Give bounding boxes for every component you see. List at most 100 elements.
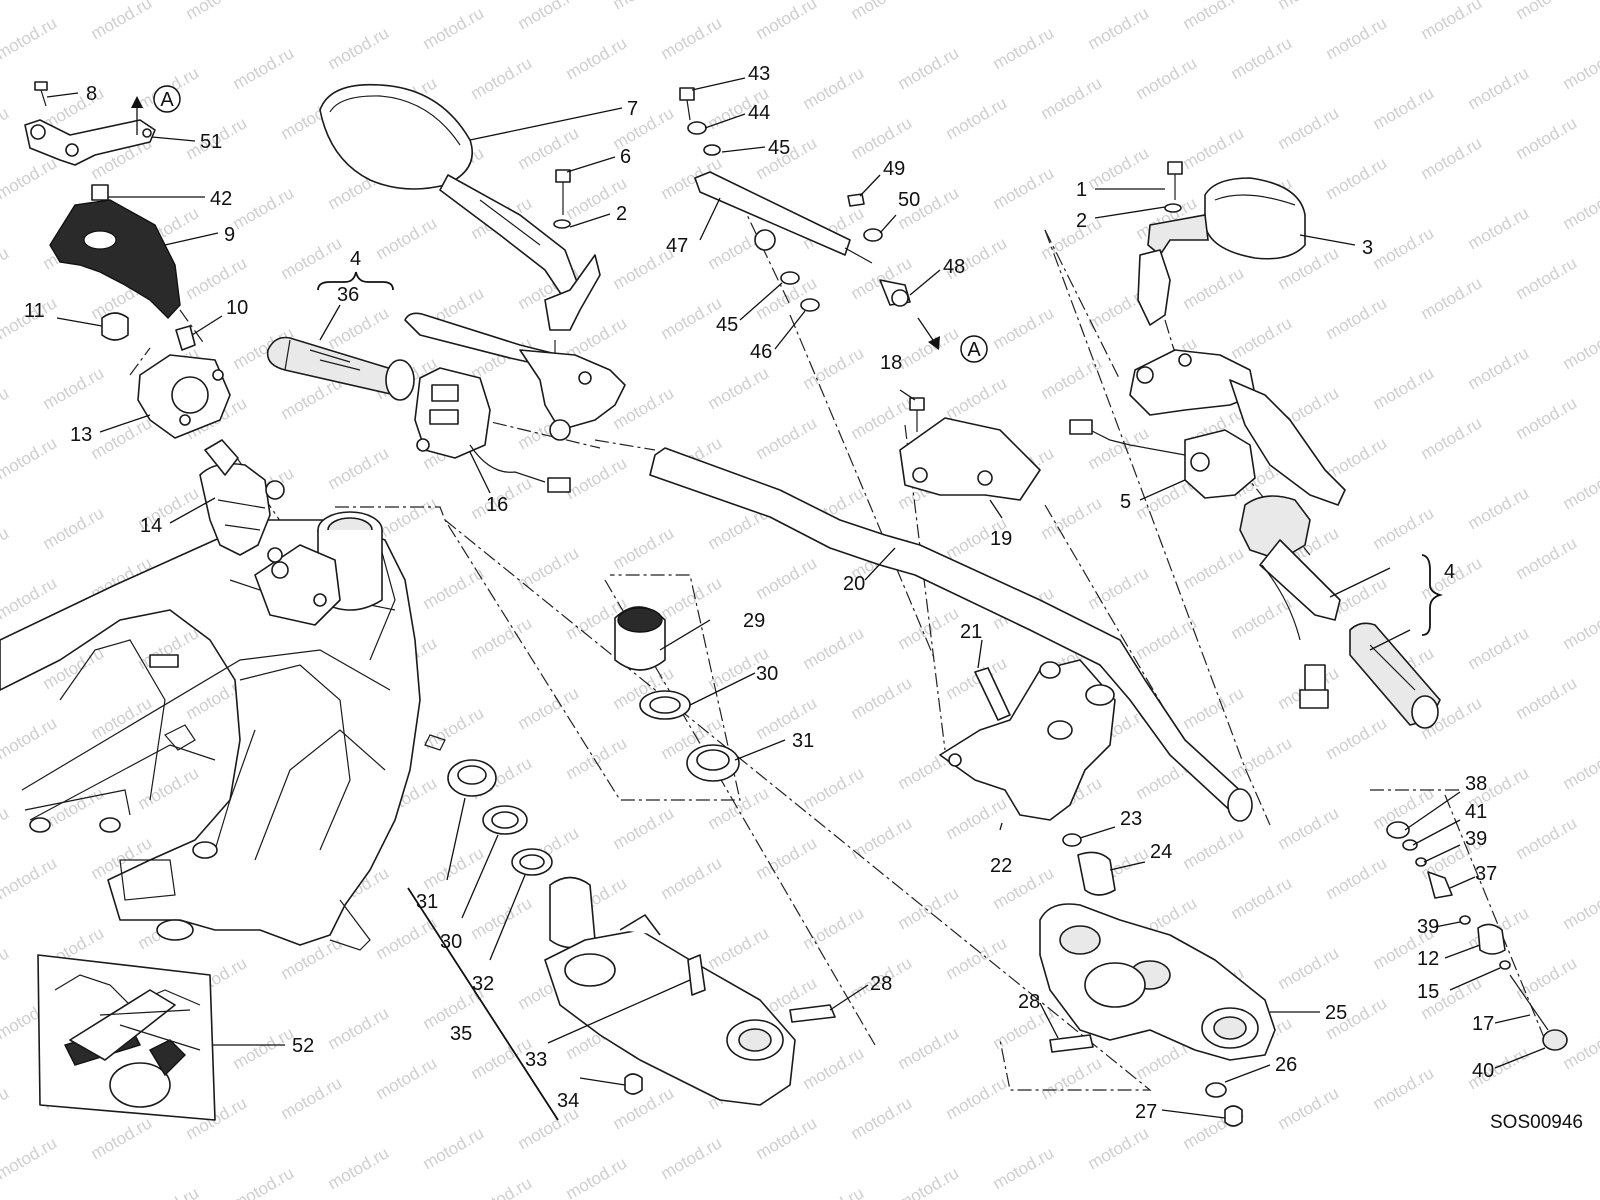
ref-marker-a-mid: A (967, 339, 981, 361)
watermark-text: motod.ru (0, 153, 60, 203)
watermark-text: motod.ru (800, 1043, 868, 1093)
watermark-text: motod.ru (1085, 563, 1153, 613)
callout-8: 8 (86, 83, 97, 105)
watermark-text: motod.ru (1370, 363, 1438, 413)
watermark-text: motod.ru (1370, 1063, 1438, 1113)
watermark-text: motod.ru (990, 163, 1058, 213)
watermark-text: motod.ru (0, 803, 12, 853)
watermark-text: motod.ru (943, 93, 1011, 143)
callout-11: 11 (24, 300, 45, 322)
left-mount-parts (24, 81, 285, 563)
watermark-text: motod.ru (0, 433, 60, 483)
watermark-text: motod.ru (1513, 113, 1581, 163)
watermark-text: motod.ru (848, 813, 916, 863)
callout-37: 37 (1475, 863, 1497, 885)
watermark-text: motod.ru (1560, 43, 1600, 93)
watermark-text: motod.ru (848, 673, 916, 723)
left-controls (266, 312, 626, 493)
watermark-text: motod.ru (1560, 463, 1600, 513)
callout-45-low: 45 (716, 314, 738, 336)
callout-12: 12 (1417, 948, 1439, 970)
upper-triple-clamp (1039, 903, 1276, 1127)
watermark-text: motod.ru (1323, 433, 1391, 483)
callout-25: 25 (1325, 1002, 1347, 1024)
watermark-text: motod.ru (135, 1183, 203, 1200)
callout-46: 46 (750, 341, 772, 363)
watermark-text: motod.ru (1085, 3, 1153, 53)
callout-2-left: 2 (616, 203, 627, 225)
watermark-text: motod.ru (88, 0, 156, 43)
callout-49: 49 (883, 158, 905, 180)
watermark-text: motod.ru (1180, 683, 1248, 733)
watermark-text: motod.ru (325, 303, 393, 353)
watermark-text: motod.ru (563, 733, 631, 783)
steering-bearings (447, 606, 740, 876)
callout-4-right: 4 (1444, 561, 1455, 583)
callout-47: 47 (666, 235, 688, 257)
callout-4-left: 4 (350, 248, 361, 270)
watermark-text: motod.ru (1085, 143, 1153, 193)
watermark-text: motod.ru (705, 923, 773, 973)
watermark-text: motod.ru (658, 853, 726, 903)
watermark-text: motod.ru (563, 453, 631, 503)
watermark-text: motod.ru (515, 543, 583, 593)
watermark-text: motod.ru (230, 1163, 298, 1200)
watermark-text: motod.ru (420, 3, 488, 53)
watermark-text: motod.ru (1038, 493, 1106, 543)
watermark-text: motod.ru (183, 253, 251, 303)
callout-30-low: 30 (440, 931, 462, 953)
watermark-text: motod.ru (1323, 13, 1391, 63)
callout-2-right: 2 (1076, 210, 1087, 232)
watermark-text: motod.ru (753, 0, 821, 43)
watermark-text: motod.ru (1180, 543, 1248, 593)
watermark-text: motod.ru (895, 883, 963, 933)
watermark-text: motod.ru (1465, 203, 1533, 253)
callout-42: 42 (210, 188, 232, 210)
watermark-text: motod.ru (0, 1133, 60, 1183)
watermark-text: motod.ru (990, 303, 1058, 353)
watermark-text: motod.ru (1228, 733, 1296, 783)
callout-30-top: 30 (756, 663, 778, 685)
watermark-text: motod.ru (183, 0, 251, 23)
watermark-text: motod.ru (1180, 823, 1248, 873)
watermark-text: motod.ru (800, 903, 868, 953)
watermark-text: motod.ru (1513, 953, 1581, 1003)
callout-13: 13 (70, 424, 92, 446)
watermark-text: motod.ru (1228, 33, 1296, 83)
watermark-text: motod.ru (0, 13, 60, 63)
ref-marker-a-top: A (160, 89, 174, 111)
watermark-text: motod.ru (468, 1173, 536, 1200)
watermark-text: motod.ru (990, 1143, 1058, 1193)
callout-16: 16 (486, 494, 508, 516)
watermark-text: motod.ru (1513, 393, 1581, 443)
callout-27: 27 (1135, 1101, 1157, 1123)
watermark-text: motod.ru (135, 763, 203, 813)
watermark-text: motod.ru (1275, 803, 1343, 853)
watermark-text: motod.ru (800, 63, 868, 113)
callout-18: 18 (880, 352, 902, 374)
callout-19: 19 (990, 528, 1012, 550)
callout-48: 48 (943, 256, 965, 278)
watermark-text: motod.ru (1418, 413, 1486, 463)
watermark-text: motod.ru (610, 523, 678, 573)
handlebar (649, 447, 1253, 822)
callout-52: 52 (292, 1035, 314, 1057)
watermark-text: motod.ru (943, 0, 1011, 3)
watermark-text: motod.ru (1370, 223, 1438, 273)
watermark-text: motod.ru (1275, 1083, 1343, 1133)
callout-31-low: 31 (416, 891, 438, 913)
watermark-text: motod.ru (325, 443, 393, 493)
watermark-text: motod.ru (420, 1123, 488, 1173)
watermark-text: motod.ru (848, 0, 916, 23)
inset-grip-detail (37, 954, 216, 1121)
watermark-text: motod.ru (943, 933, 1011, 983)
watermark-text: motod.ru (1038, 353, 1106, 403)
callout-5: 5 (1120, 491, 1131, 513)
watermark-text: motod.ru (610, 0, 678, 13)
watermark-text: motod.ru (1370, 83, 1438, 133)
watermark-text: motod.ru (753, 1113, 821, 1163)
watermark-text: motod.ru (468, 613, 536, 663)
watermark-text: motod.ru (230, 43, 298, 93)
watermark-text: motod.ru (800, 343, 868, 393)
watermark-text: motod.ru (753, 833, 821, 883)
